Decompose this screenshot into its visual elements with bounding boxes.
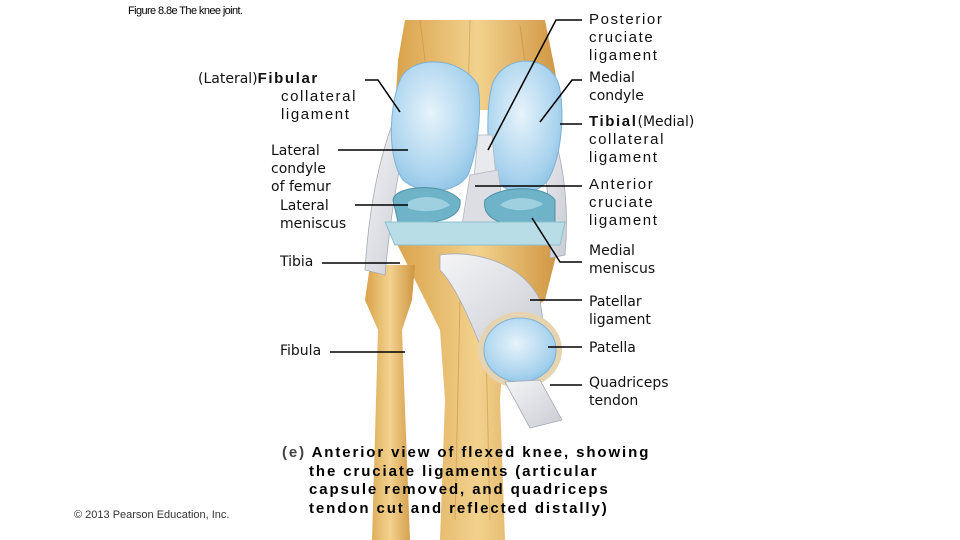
label-medial-condyle: Medial condyle [589,70,644,104]
label-patella: Patella [589,340,636,356]
label-fibular-bold: Fibular [257,70,319,87]
patella-shape [478,312,562,388]
label-tibia: Tibia [280,254,314,270]
caption-line-3: capsule removed, and quadriceps [309,481,610,498]
figure-caption: (e) Anterior view of flexed knee, showin… [282,444,650,518]
label-posterior-cruciate-ligament: Posterior cruciate ligament [589,11,664,64]
caption-line-2: the cruciate ligaments (articular [309,462,599,480]
label-lateral-condyle-of-femur: Lateral condyle of femur [271,143,331,195]
label-qualifier-lateral: (Lateral) [198,71,258,87]
caption-line-1: (e) Anterior view of flexed knee, showin… [282,444,651,461]
label-fibula: Fibula [280,343,322,359]
caption-marker: (e) [282,444,307,461]
label-medial-meniscus: Medial meniscus [589,243,656,277]
label-tibial-rest: collateral ligament [589,131,666,166]
leader-lines [322,19,582,386]
menisci [392,187,556,223]
label-fibular-collateral-ligament: (Lateral)Fibular collateral ligament [198,70,357,124]
label-fibular-rest: collateral ligament [281,88,358,123]
label-tibial-collateral-ligament: Tibial(Medial) collateral ligament [589,113,694,167]
figure-title: Figure 8.8e The knee joint. [128,5,243,17]
label-lateral-meniscus: Lateral meniscus [280,198,347,232]
caption-line-4: tendon cut and reflected distally) [309,499,609,517]
copyright-notice: © 2013 Pearson Education, Inc. [74,509,230,521]
fibula-bone [365,265,415,540]
label-patellar-ligament: Patellar ligament [589,294,651,328]
tibial-plateau [384,221,566,246]
quadriceps-tendon-shape [504,379,563,429]
label-anterior-cruciate-ligament: Anterior cruciate ligament [589,176,659,229]
femoral-condyles [390,60,563,193]
label-qualifier-medial: (Medial) [637,114,695,130]
label-tibial-bold: Tibial [589,113,638,130]
label-quadriceps-tendon: Quadriceps tendon [589,375,669,409]
